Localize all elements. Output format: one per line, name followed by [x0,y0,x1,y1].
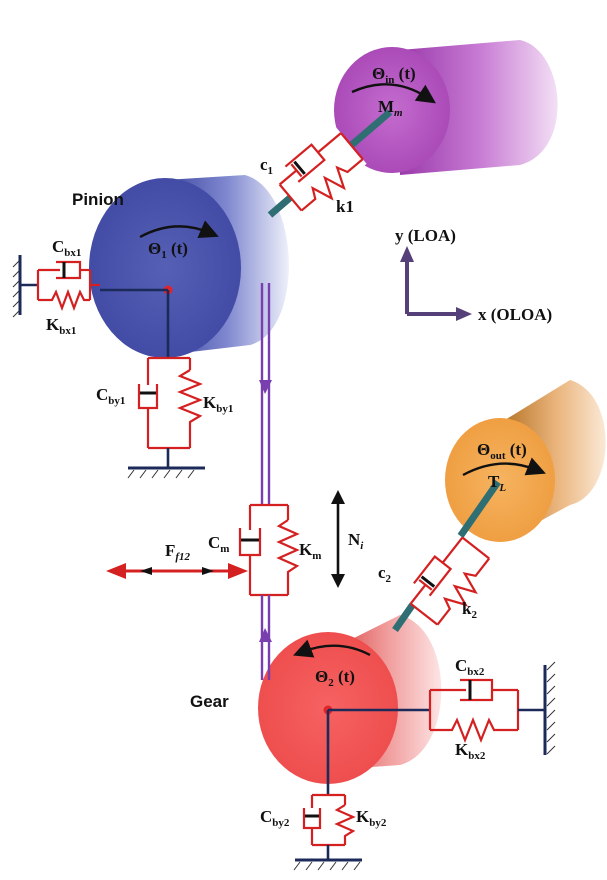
tl-label: TL [488,472,506,494]
cby1-label: Cby1 [96,385,125,407]
friction-force-arrow [106,563,248,579]
kby1-label: Kby1 [203,393,233,415]
cbx1-label: Cbx1 [52,237,81,259]
coupling-c1-k1 [265,116,367,216]
kbx1-label: Kbx1 [46,315,76,337]
theta-in-rotation-icon [351,83,436,104]
theta1-rotation-icon [139,220,219,239]
motor-cylinder [334,40,558,175]
gear-x-bearing [428,661,556,755]
km-label: Km [299,540,321,562]
mesh-coupling [238,283,300,680]
pinion-x-bearing [12,255,100,318]
theta-out-label: Θout (t) [477,440,527,462]
pinion-y-bearing [127,356,205,479]
gear-title: Gear [190,692,229,711]
c2-label: c2 [378,563,392,585]
cm-label: Cm [208,533,229,555]
theta2-rotation-icon [293,639,371,658]
y-axis-label: y (LOA) [395,226,456,245]
coupling-c2-k2 [393,523,494,629]
cbx2-label: Cbx2 [455,656,485,678]
pinion-title: Pinion [72,190,124,209]
theta2-label: Θ2 (t) [315,667,355,689]
theta-out-rotation-icon [462,457,546,477]
motor-mass-label: Mm [378,97,403,119]
gear-y-bearing [293,793,362,871]
gear-cylinder [258,615,442,784]
x-axis-label: x (OLOA) [478,305,552,324]
k2-label: k2 [462,599,477,621]
ff12-label: Ff12 [165,541,191,563]
ni-label: Ni [348,530,364,552]
load-cylinder [445,380,606,542]
cby2-label: Cby2 [260,807,290,829]
k1-label: k1 [336,197,354,216]
kby2-label: Kby2 [356,807,387,829]
normal-force-arrow [331,490,345,588]
theta1-label: Θ1 (t) [148,239,188,261]
theta-in-label: Θin (t) [372,64,416,86]
kbx2-label: Kbx2 [455,740,486,762]
coordinate-axes [400,246,472,321]
c1-label: c1 [260,155,273,177]
